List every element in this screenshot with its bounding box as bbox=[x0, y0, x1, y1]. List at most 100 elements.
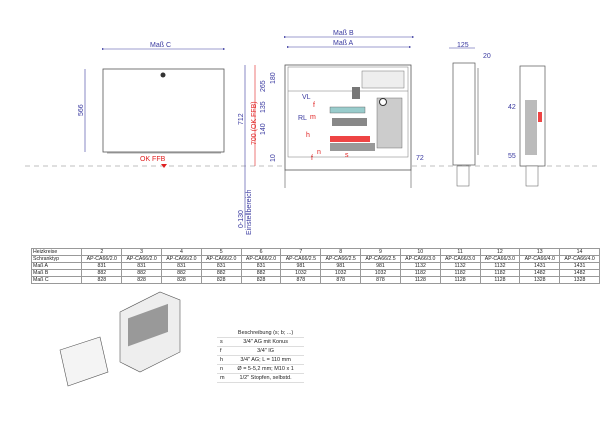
table-cell: 1032 bbox=[280, 269, 322, 277]
table-cell: 882 bbox=[121, 269, 163, 277]
table-cell: 831 bbox=[200, 262, 242, 270]
table-cell: AP-CA66/2.0 bbox=[121, 255, 163, 263]
table-cell: 831 bbox=[240, 262, 282, 270]
table-cell: 1032 bbox=[360, 269, 401, 277]
svg-text:72: 72 bbox=[416, 155, 424, 162]
table-cell: AP-CA66/2.0 bbox=[161, 255, 202, 263]
table-cell: Maß B bbox=[30, 269, 83, 277]
svg-text:566: 566 bbox=[78, 104, 85, 116]
table-cell: AP-CA66/2.0 bbox=[200, 255, 242, 263]
table-cell: 9 bbox=[360, 248, 401, 256]
table-cell: 1128 bbox=[439, 276, 481, 284]
svg-text:Einstellbereich: Einstellbereich bbox=[246, 189, 253, 235]
svg-text:125: 125 bbox=[457, 42, 469, 49]
table-cell: 878 bbox=[280, 276, 322, 284]
svg-text:f: f bbox=[313, 102, 315, 109]
table-cell: Maß A bbox=[30, 262, 83, 270]
svg-text:10: 10 bbox=[270, 154, 277, 162]
table-cell: 1032 bbox=[320, 269, 362, 277]
table-cell: 1132 bbox=[399, 262, 441, 270]
table-cell: 831 bbox=[121, 262, 163, 270]
table-cell: AP-CA66/3.0 bbox=[439, 255, 481, 263]
svg-text:265: 265 bbox=[260, 80, 267, 92]
table-cell: 8 bbox=[320, 248, 362, 256]
svg-text:s: s bbox=[345, 152, 349, 159]
svg-text:42: 42 bbox=[508, 104, 516, 111]
svg-text:RL: RL bbox=[298, 115, 307, 122]
table-cell: 1182 bbox=[399, 269, 441, 277]
front-cover-view: Maß C 566 OK FFB bbox=[78, 42, 226, 168]
table-cell: AP-CA66/2.0 bbox=[81, 255, 123, 263]
table-cell: 3 bbox=[121, 248, 163, 256]
svg-text:712: 712 bbox=[238, 113, 245, 125]
table-cell: 1328 bbox=[519, 276, 561, 284]
table-cell: AP-CA66/2.0 bbox=[240, 255, 282, 263]
table-cell: 4 bbox=[161, 248, 202, 256]
table-cell: 2 bbox=[81, 248, 123, 256]
table-cell: 13 bbox=[519, 248, 561, 256]
table-cell: 1482 bbox=[519, 269, 561, 277]
dim-c-label: Maß C bbox=[150, 42, 171, 49]
cabinet-section-view: 42 55 bbox=[508, 65, 546, 187]
table-cell: AP-CA66/3.0 bbox=[399, 255, 441, 263]
table-cell: 5 bbox=[200, 248, 242, 256]
table-cell: 1128 bbox=[399, 276, 441, 284]
table-cell: 831 bbox=[161, 262, 202, 270]
table-cell: 882 bbox=[81, 269, 123, 277]
table-cell: 1328 bbox=[559, 276, 600, 284]
table-cell: 828 bbox=[81, 276, 123, 284]
svg-text:n: n bbox=[317, 149, 321, 156]
table-cell: AP-CA66/2.5 bbox=[360, 255, 401, 263]
svg-text:Maß A: Maß A bbox=[333, 40, 354, 47]
table-cell: AP-CA66/4.0 bbox=[559, 255, 600, 263]
table-cell: 828 bbox=[121, 276, 163, 284]
table-cell: 981 bbox=[320, 262, 362, 270]
table-cell: 10 bbox=[399, 248, 441, 256]
cabinet-front-view: Maß B Maß A VL RL f m h f n s 712 700 (O… bbox=[238, 30, 424, 235]
table-cell: 12 bbox=[479, 248, 521, 256]
table-cell: 878 bbox=[360, 276, 401, 284]
table-cell: Maß C bbox=[30, 276, 83, 284]
svg-text:20: 20 bbox=[483, 53, 491, 60]
table-cell: 828 bbox=[161, 276, 202, 284]
table-cell: 14 bbox=[559, 248, 600, 256]
table-cell: AP-CA66/4.0 bbox=[519, 255, 561, 263]
table-cell: 1431 bbox=[519, 262, 561, 270]
table-cell: 831 bbox=[81, 262, 123, 270]
cabinet-side-view: 125 20 bbox=[449, 42, 491, 187]
table-cell: 1431 bbox=[559, 262, 600, 270]
legend-title: Beschreibung (s; b; ...) bbox=[227, 329, 304, 338]
lock-icon bbox=[160, 72, 166, 78]
svg-text:135: 135 bbox=[260, 101, 267, 113]
table-cell: AP-CA66/3.0 bbox=[479, 255, 521, 263]
table-cell: 828 bbox=[240, 276, 282, 284]
ok-ffb-label: OK FFB bbox=[140, 156, 166, 163]
table-cell: 1128 bbox=[479, 276, 521, 284]
table-cell: 1182 bbox=[439, 269, 481, 277]
table-cell: 828 bbox=[200, 276, 242, 284]
svg-text:Maß B: Maß B bbox=[333, 30, 354, 37]
table-cell: 1132 bbox=[479, 262, 521, 270]
svg-text:f: f bbox=[311, 155, 313, 162]
table-cell: 7 bbox=[280, 248, 322, 256]
table-cell: AP-CA66/2.5 bbox=[280, 255, 322, 263]
table-cell: 981 bbox=[280, 262, 322, 270]
svg-text:180: 180 bbox=[270, 72, 277, 84]
isometric-cabinet-image bbox=[59, 291, 181, 387]
table-cell: 878 bbox=[320, 276, 362, 284]
table-cell: 1182 bbox=[479, 269, 521, 277]
table-cell: AP-CA66/2.5 bbox=[320, 255, 362, 263]
table-cell: 981 bbox=[360, 262, 401, 270]
